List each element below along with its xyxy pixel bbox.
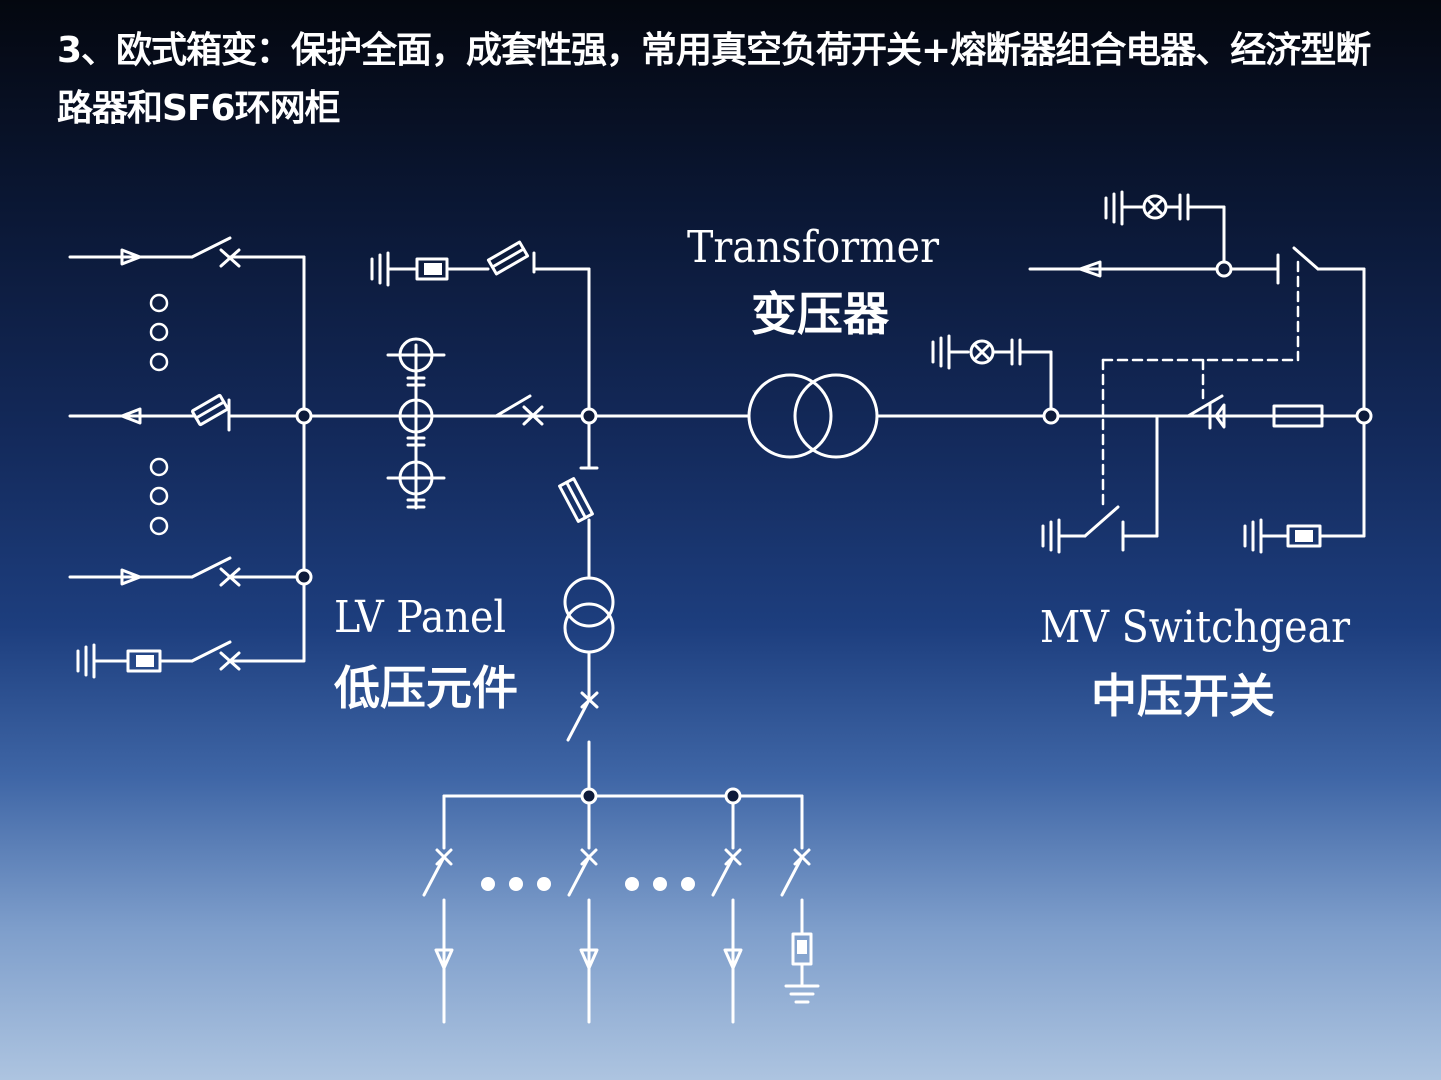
outgoing-continuation-dots bbox=[481, 877, 695, 891]
lv-outgoing-surge-arrester bbox=[780, 848, 820, 1004]
mv-switchgear-label-zh: 中压开关 bbox=[1091, 669, 1275, 723]
mv-fuse bbox=[1272, 404, 1324, 428]
lv-surge-arrester-feeder bbox=[76, 640, 306, 679]
junction-nodes bbox=[295, 260, 1373, 805]
auxiliary-transformer-branch bbox=[558, 414, 615, 798]
lv-main-breaker bbox=[494, 394, 544, 426]
mv-mechanical-interlock bbox=[1101, 260, 1300, 512]
transformer-label-zh: 变压器 bbox=[751, 287, 890, 341]
lv-outgoing-feeder-1 bbox=[68, 236, 306, 268]
lv-outgoing-circuit-2 bbox=[567, 794, 599, 1024]
mv-load-break-switch bbox=[1186, 394, 1226, 430]
transformer-label-en: Transformer bbox=[687, 222, 939, 273]
mv-incoming-cable bbox=[1028, 246, 1366, 418]
page-title: 3、欧式箱变：保护全面，成套性强，常用真空负荷开关+熔断器组合电器、经济型断路器… bbox=[57, 30, 1371, 129]
lv-distribution-bus bbox=[442, 794, 804, 850]
mv-voltage-indicator bbox=[931, 334, 1053, 418]
lv-outgoing-feeder-3 bbox=[68, 556, 306, 587]
lv-outgoing-circuit-3 bbox=[711, 848, 743, 1024]
mv-earthing-switch bbox=[1041, 414, 1159, 554]
mv-voltage-indicator-top bbox=[1104, 190, 1226, 271]
lv-panel-label-en: LV Panel bbox=[334, 592, 506, 643]
lv-outgoing-circuit-1 bbox=[422, 848, 454, 1024]
lv-panel-label-zh: 低压元件 bbox=[334, 661, 518, 715]
lv-fused-feeder bbox=[68, 393, 306, 432]
current-transformers bbox=[386, 337, 446, 510]
mv-surge-arrester bbox=[1243, 414, 1366, 554]
lv-fuse-arrester-branch bbox=[370, 240, 591, 418]
lv-continuation-dots bbox=[149, 293, 169, 536]
mv-switchgear-label-en: MV Switchgear bbox=[1040, 602, 1350, 653]
